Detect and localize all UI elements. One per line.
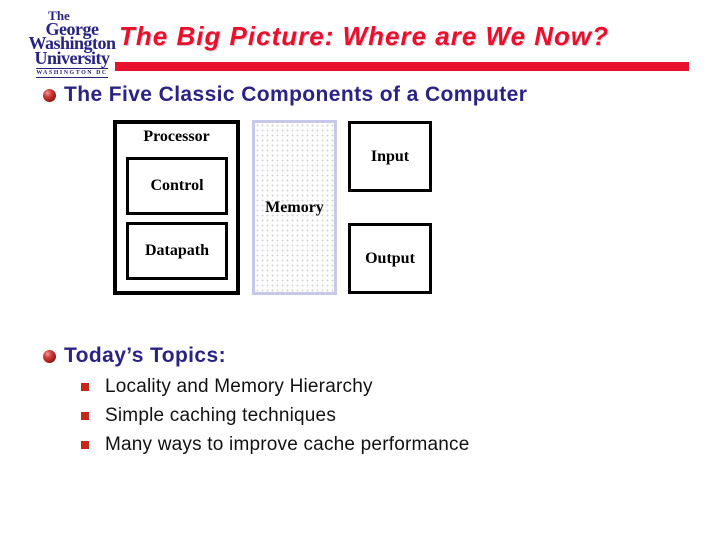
logo-subtext: WASHINGTON DC <box>36 67 108 79</box>
control-label: Control <box>150 177 204 194</box>
slide-title: The Big Picture: Where are We Now? <box>119 21 610 51</box>
bullet-square-icon <box>81 411 89 420</box>
section-heading-topics: Today’s Topics: <box>64 344 226 367</box>
topics-list: Locality and Memory Hierarchy Simple cac… <box>81 372 641 459</box>
list-item: Many ways to improve cache performance <box>81 430 641 459</box>
bullet-square-icon <box>81 382 89 391</box>
logo-line: Washington <box>28 33 116 54</box>
topic-text: Locality and Memory Hierarchy <box>105 375 373 397</box>
list-item: Locality and Memory Hierarchy <box>81 372 641 401</box>
memory-label: Memory <box>265 198 324 216</box>
input-label: Input <box>370 147 410 165</box>
input-box: Input <box>348 121 432 192</box>
title-underline-bar <box>115 62 689 71</box>
logo-line: The <box>48 8 70 23</box>
logo-line: George <box>45 18 99 39</box>
bullet-ball-icon <box>43 89 56 102</box>
logo-line: University <box>34 48 111 69</box>
topic-text: Simple caching techniques <box>105 404 337 426</box>
output-label: Output <box>365 249 415 267</box>
list-item: Simple caching techniques <box>81 401 641 430</box>
bullet-square-icon <box>81 440 89 449</box>
memory-box: Memory <box>252 120 337 295</box>
bullet-ball-icon <box>43 350 56 363</box>
section-heading-components: The Five Classic Components of a Compute… <box>64 83 528 106</box>
topic-text: Many ways to improve cache performance <box>105 433 470 455</box>
processor-label: Processor <box>143 128 210 145</box>
control-box: Control <box>126 157 228 215</box>
datapath-label: Datapath <box>144 242 209 259</box>
datapath-box: Datapath <box>126 222 228 280</box>
output-box: Output <box>348 223 432 294</box>
university-logo: The George Washington University WASHING… <box>22 9 122 79</box>
